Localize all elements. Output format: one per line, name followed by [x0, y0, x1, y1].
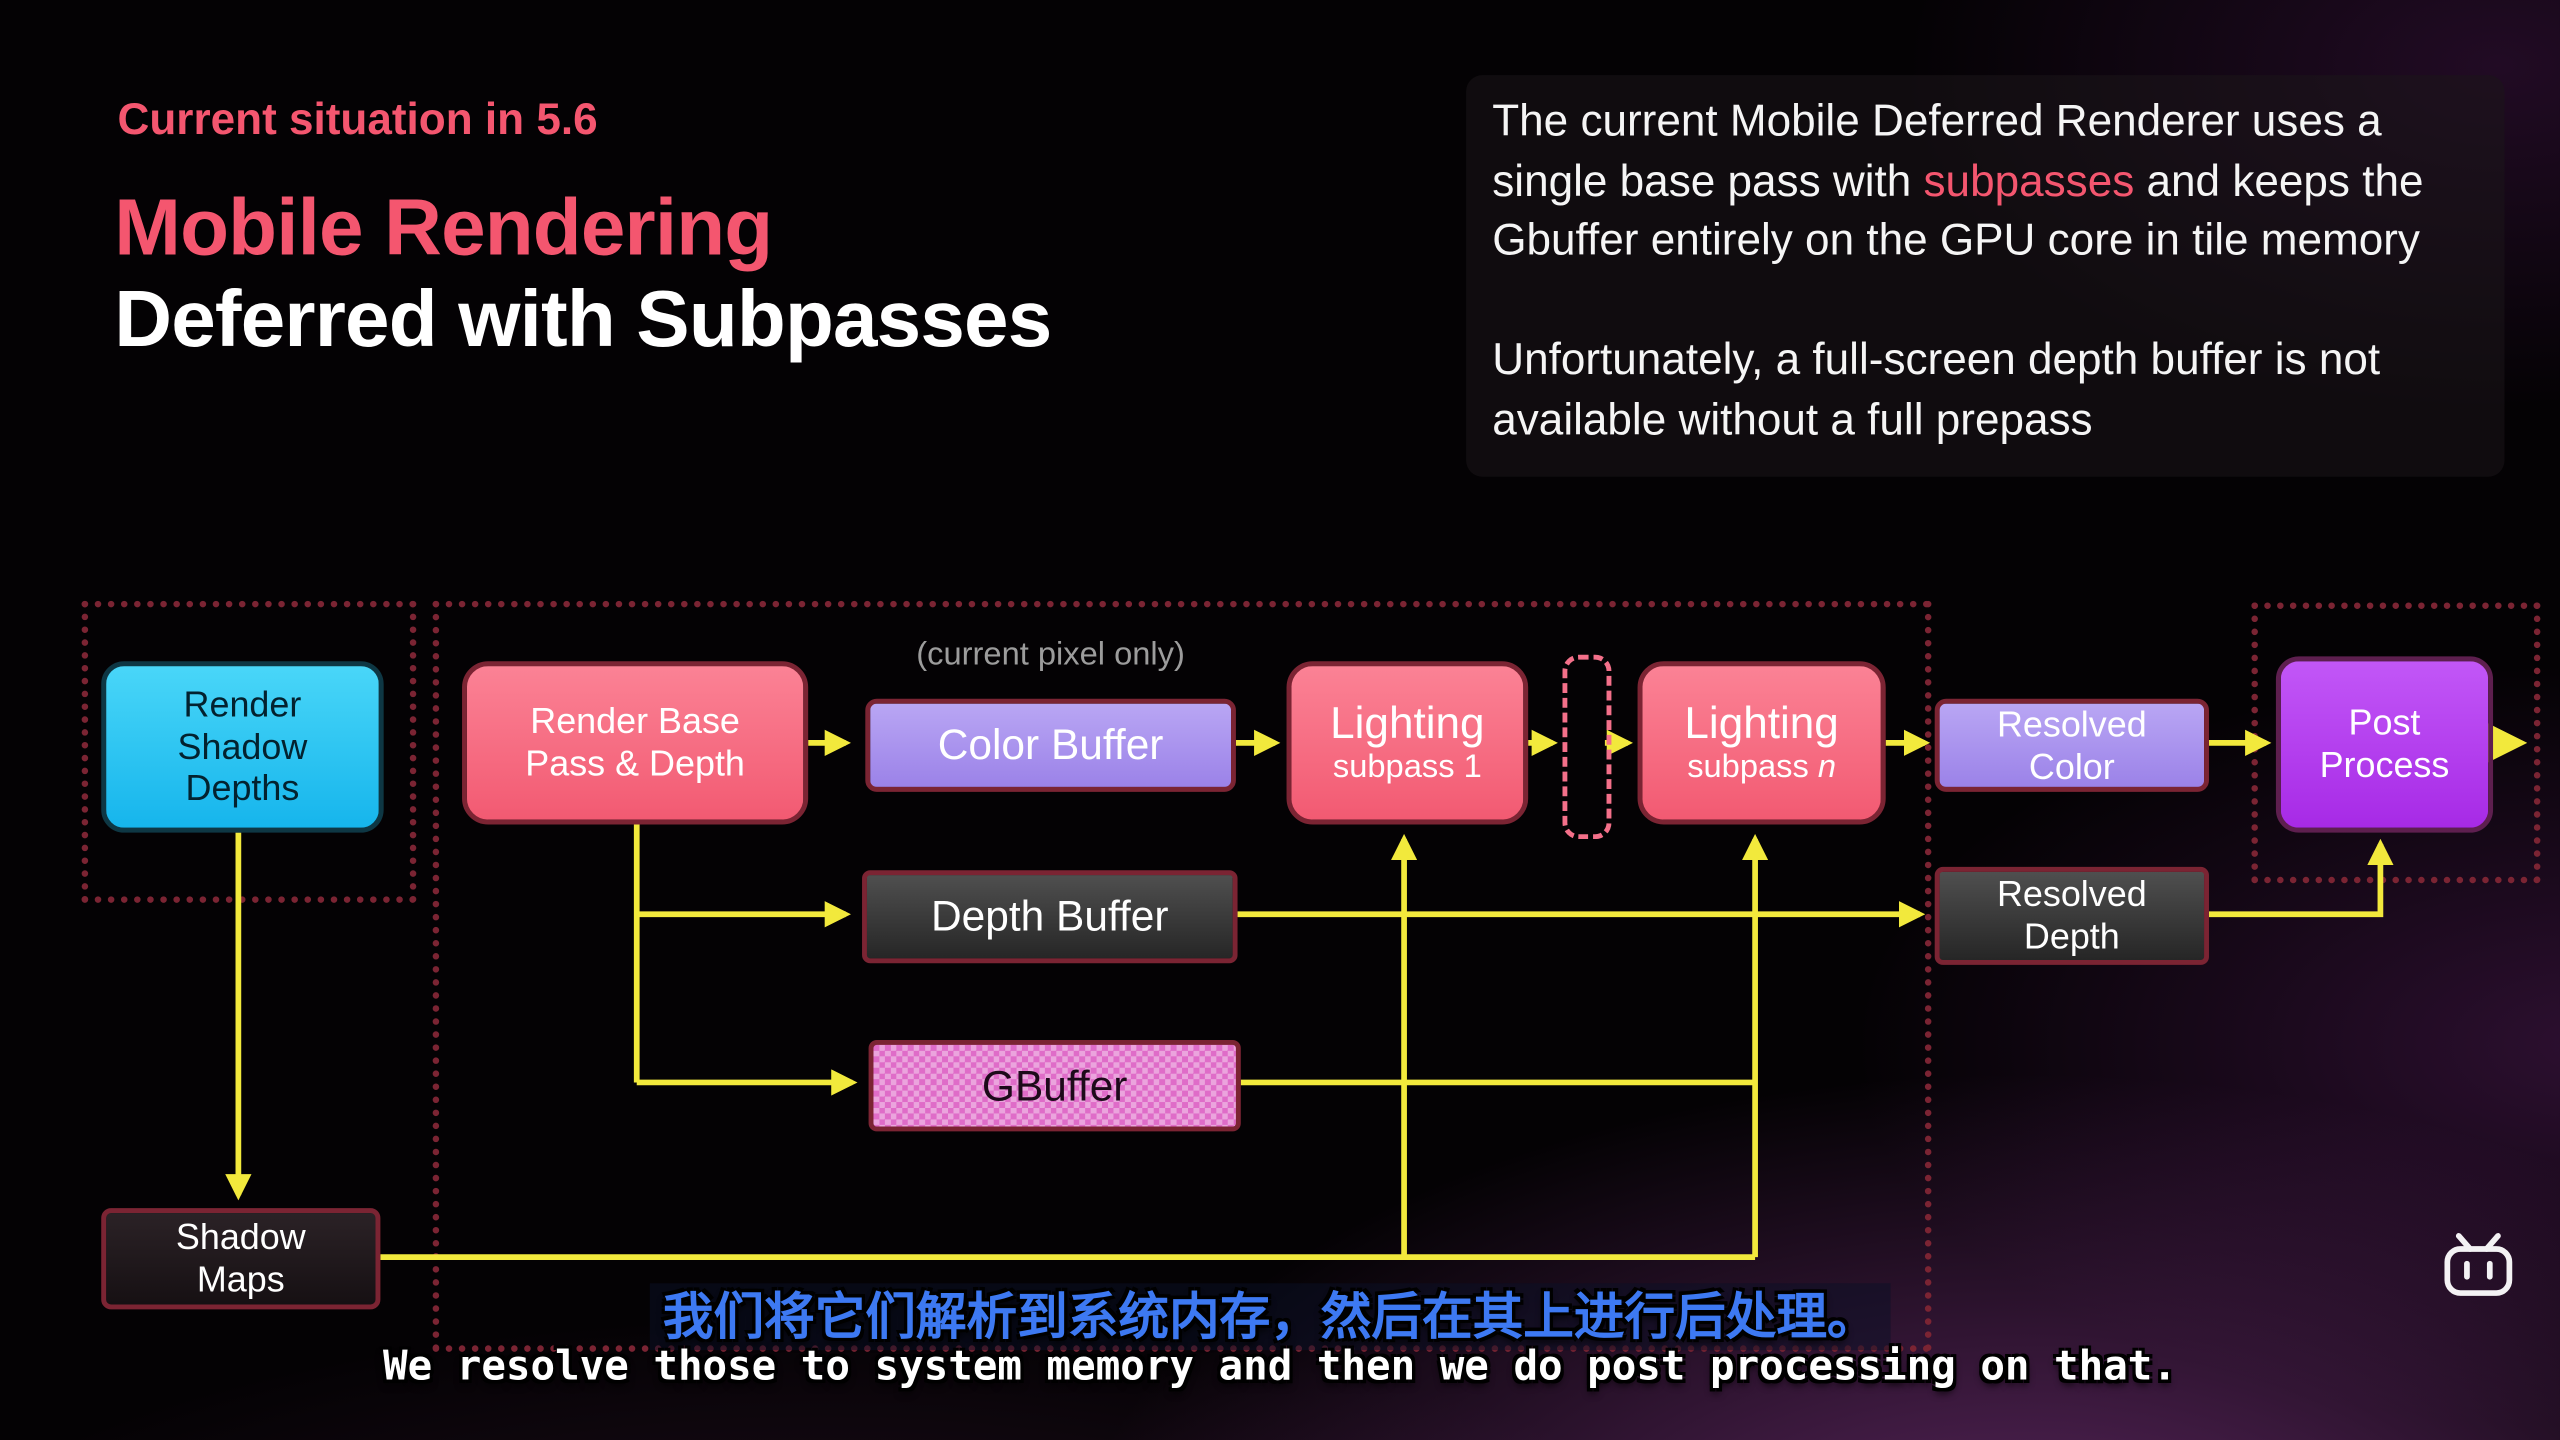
node-render-base-pass: Render Base Pass & Depth	[462, 661, 809, 825]
node-render-shadow-depths: Render Shadow Depths	[101, 661, 384, 833]
tv-icon	[2444, 1233, 2513, 1296]
node-subtitle: subpass n	[1687, 749, 1836, 787]
node-shadow-maps: Shadow Maps	[101, 1208, 381, 1310]
info-p1-highlight: subpasses	[1923, 156, 2135, 206]
info-p1-pre: The current Mobile Deferred Renderer use…	[1492, 96, 2382, 206]
page-title-line2: Deferred with Subpasses	[114, 275, 1052, 365]
info-paragraph-gap	[1492, 271, 2481, 330]
eyebrow-version-label: Current situation in 5.6	[117, 94, 598, 144]
node-label: Render Base Pass & Depth	[525, 701, 745, 784]
node-color-buffer: Color Buffer	[865, 698, 1236, 792]
page-title-line1: Mobile Rendering	[114, 184, 773, 273]
info-paragraph-2: Unfortunately, a full-screen depth buffe…	[1492, 334, 2381, 444]
ellipsis-subpasses-placeholder	[1562, 654, 1612, 840]
node-label: Color Buffer	[937, 720, 1164, 770]
shadow-pass-group-frame	[81, 600, 417, 903]
node-label: Resolved Color	[1996, 703, 2147, 787]
subtitle-chinese: 我们将它们解析到系统内存，然后在其上进行后处理。	[0, 1275, 2540, 1351]
info-panel: The current Mobile Deferred Renderer use…	[1466, 75, 2505, 477]
node-lighting-subpass-n: Lighting subpass n	[1637, 661, 1886, 825]
node-subtitle-variable: n	[1817, 749, 1837, 786]
node-subtitle: subpass 1	[1332, 749, 1482, 786]
node-resolved-depth: Resolved Depth	[1934, 866, 2209, 965]
node-label: Shadow Maps	[175, 1217, 306, 1300]
node-subtitle-prefix: subpass	[1687, 749, 1818, 786]
note-current-pixel-only: (current pixel only)	[916, 636, 1185, 673]
node-post-process: Post Process	[2275, 656, 2494, 833]
node-label: Post Process	[2319, 702, 2450, 786]
node-lighting-subpass-1: Lighting subpass 1	[1286, 661, 1529, 825]
subtitle-english: We resolve those to system memory and th…	[383, 1342, 2177, 1390]
subtitle-chinese-text: 我们将它们解析到系统内存，然后在其上进行后处理。	[649, 1283, 1891, 1351]
node-gbuffer: GBuffer	[868, 1039, 1241, 1132]
info-paragraph-1: The current Mobile Deferred Renderer use…	[1492, 91, 2481, 271]
node-label: Render Shadow Depths	[177, 684, 308, 809]
node-label: GBuffer	[981, 1061, 1128, 1111]
node-title: Lighting	[1330, 698, 1485, 748]
node-title: Lighting	[1684, 698, 1839, 748]
node-label: Resolved Depth	[1996, 874, 2147, 957]
info-p1-post: and keeps the Gbuffer entirely on the GP…	[1492, 156, 2424, 266]
node-depth-buffer: Depth Buffer	[862, 870, 1238, 964]
node-resolved-color: Resolved Color	[1934, 698, 2209, 792]
node-label: Depth Buffer	[930, 892, 1169, 942]
